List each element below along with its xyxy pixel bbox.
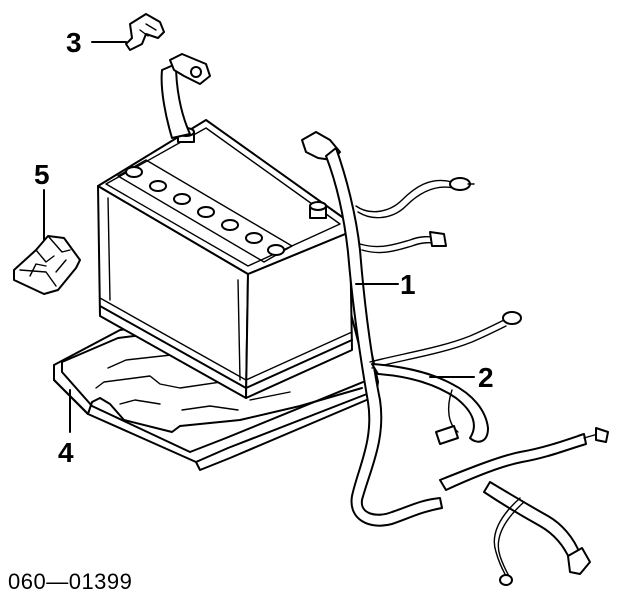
positive-cable [160,53,211,139]
callout-2: 2 [478,362,494,393]
leader-lines [43,41,475,433]
main-harness [369,311,609,586]
callout-5: 5 [34,159,50,190]
callout-1: 1 [400,269,416,300]
battery [97,119,353,399]
callout-3: 3 [66,27,82,58]
diagram-part-code: 060—01399 [8,569,132,594]
callout-4: 4 [58,437,74,468]
negative-terminal [309,201,327,219]
hold-down-bracket-part-5 [13,235,81,295]
terminal-clamp-part-3 [125,13,165,51]
negative-cable-harness [301,131,475,527]
